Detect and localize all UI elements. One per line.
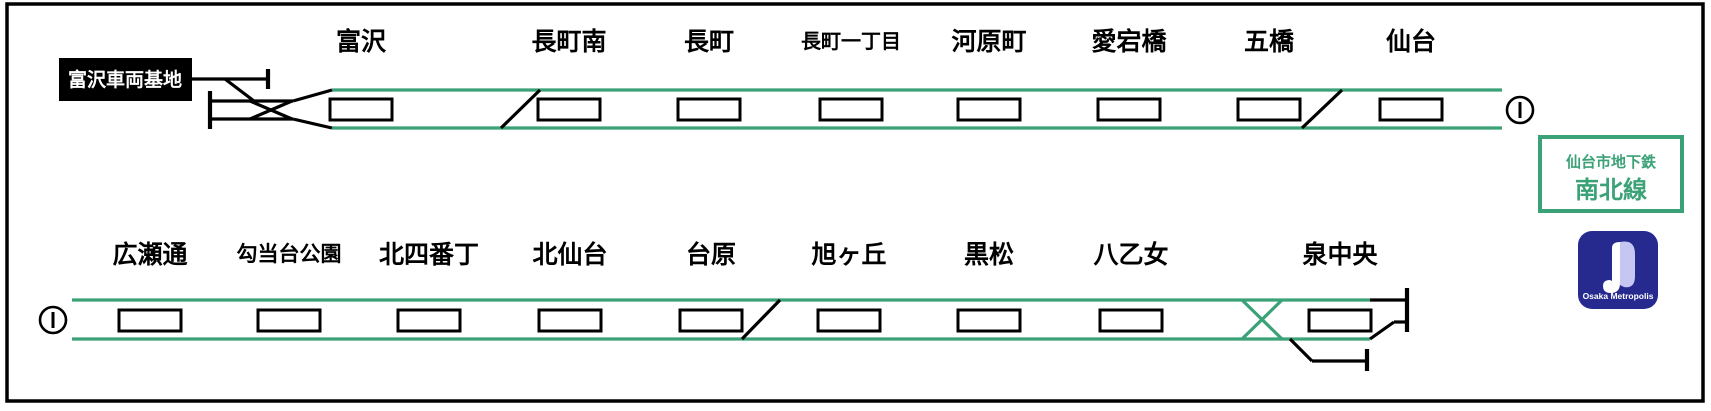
- station-label: 長町: [684, 28, 734, 56]
- platform-box: [396, 308, 462, 333]
- station-label: 富沢: [336, 27, 387, 56]
- logo-ribbon-shadow: [1620, 241, 1635, 288]
- station-label: 仙台: [1386, 27, 1436, 56]
- platform-box: [956, 308, 1022, 333]
- station-itsutsubashi: 五橋: [1236, 28, 1302, 122]
- legend-box: [1538, 135, 1684, 213]
- depot-connecting-switch: [224, 77, 255, 103]
- station-atagobashi: 愛宕橋: [1091, 27, 1167, 122]
- station-kotodai-koen: 勾当台公園: [237, 242, 342, 333]
- platform-box: [816, 308, 882, 333]
- platform-box: [678, 308, 744, 333]
- station-label: 河原町: [951, 28, 1026, 56]
- izumi-crossover-leg-2: [1240, 298, 1284, 341]
- station-label: 五橋: [1244, 28, 1295, 56]
- platform-box: [328, 97, 394, 122]
- platform-box: [1096, 97, 1162, 122]
- station-nagamachi: 長町: [676, 28, 742, 122]
- station-kawaramachi: 河原町: [951, 28, 1027, 122]
- depot-label-box: [59, 58, 192, 101]
- depot-label: 富沢車両基地: [59, 58, 192, 101]
- platform-box: [1378, 97, 1444, 122]
- platform-box: [818, 97, 884, 122]
- crossover-after-itsutsubashi: [1300, 88, 1344, 130]
- station-label: 旭ヶ丘: [810, 241, 886, 269]
- station-label: 勾当台公園: [237, 242, 342, 266]
- platform-box: [536, 97, 602, 122]
- station-dainohara: 台原: [678, 240, 744, 333]
- station-nagamachi-itchome: 長町一丁目: [801, 30, 901, 122]
- crossover-before-nagamachi-minami: [499, 88, 542, 130]
- station-label: 長町一丁目: [801, 30, 901, 53]
- logo-ribbon-icon: [1603, 242, 1620, 293]
- platform-box: [1307, 308, 1373, 333]
- platform-box: [537, 308, 603, 333]
- scissors-crossover-leg-2: [249, 99, 293, 121]
- logo-caption: Osaka Metropolis: [1583, 291, 1654, 301]
- connector-marker-1-bottom: [38, 305, 68, 335]
- station-yaotome: 八乙女: [1093, 240, 1169, 333]
- station-nagamachi-minami: 長町南: [531, 28, 607, 122]
- platform-box: [117, 308, 183, 333]
- flare-lower: [292, 117, 333, 130]
- bottom-track-section: 広瀬通 勾当台公園 北四番丁 北仙台 台原 旭ヶ丘 黒松 八乙女: [38, 240, 1410, 371]
- tail-track-diagonal: [1288, 337, 1314, 363]
- station-asahigaoka: 旭ヶ丘: [810, 241, 887, 333]
- station-kita-yobancho: 北四番丁: [379, 241, 479, 333]
- platform-box: [956, 97, 1022, 122]
- platform-box: [1098, 308, 1164, 333]
- station-label: 八乙女: [1093, 240, 1168, 269]
- depot-label-text: 富沢車両基地: [68, 68, 182, 91]
- line-legend: 仙台市地下鉄 南北線: [1538, 135, 1684, 213]
- station-label: 長町南: [531, 28, 606, 56]
- station-label: 北四番丁: [379, 241, 479, 269]
- osaka-metro-logo: Osaka Metropolis: [1578, 231, 1658, 309]
- depot-terminal-tracks: [192, 69, 333, 130]
- station-label: 愛宕橋: [1091, 27, 1167, 56]
- izumi-chuo-terminal-tracks: [1288, 288, 1410, 371]
- station-hirose-dori: 広瀬通: [112, 240, 188, 333]
- connector-marker-1-top: [1505, 95, 1535, 125]
- terminal-merge-diagonal: [1369, 320, 1395, 341]
- station-label: 黒松: [964, 241, 1014, 269]
- crossover-after-dainohara: [740, 298, 782, 341]
- station-kuromatsu: 黒松: [956, 241, 1022, 333]
- flare-upper: [292, 88, 333, 103]
- legend-operator: 仙台市地下鉄: [1566, 153, 1656, 171]
- station-sendai: 仙台: [1378, 27, 1444, 122]
- top-track-section: 富沢車両基地 富沢 長町南 長町: [59, 27, 1535, 130]
- station-label: 泉中央: [1302, 240, 1378, 269]
- station-izumi-chuo: 泉中央: [1302, 240, 1378, 333]
- station-label: 広瀬通: [112, 240, 187, 269]
- platform-box: [1236, 97, 1302, 122]
- legend-line-name: 南北線: [1575, 176, 1647, 204]
- station-kita-sendai: 北仙台: [532, 240, 608, 333]
- diagram-border: [5, 2, 1705, 403]
- station-label: 台原: [686, 240, 736, 269]
- station-tomizawa: 富沢: [328, 27, 394, 122]
- platform-box: [256, 308, 322, 333]
- station-label: 北仙台: [532, 240, 607, 269]
- platform-box: [676, 97, 742, 122]
